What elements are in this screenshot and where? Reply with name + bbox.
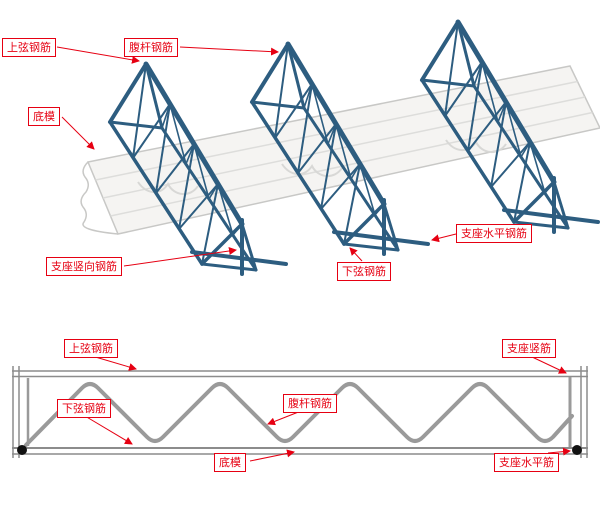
label-bottom-deck: 底模 [28,107,60,126]
leader-lines-section [84,355,571,462]
section-label-support-horizontal-rebar: 支座水平筋 [494,453,559,472]
leader-web-bar [179,46,279,56]
support-horizontal-dot-right [572,445,582,455]
leader-web-bar-section [267,410,302,426]
isometric-drawing [56,22,600,274]
leader-support-vertical-section [529,355,567,374]
section-label-upper-chord-rebar: 上弦钢筋 [64,339,118,358]
end-plate-left [12,366,20,458]
section-label-support-vertical-rebar: 支座竖筋 [502,339,556,358]
leader-bottom-deck [61,116,95,150]
label-text: 支座水平钢筋 [461,227,527,240]
label-text: 支座竖向钢筋 [51,260,117,273]
leader-upper-chord [56,46,140,64]
leader-support-horizontal-section [547,447,571,456]
label-text: 腹杆钢筋 [129,41,173,54]
label-upper-chord-rebar: 上弦钢筋 [2,38,56,57]
leader-lines-isometric [56,46,457,267]
leader-lower-chord [349,247,363,262]
label-text: 上弦钢筋 [69,342,113,355]
section-label-web-rebar: 腹杆钢筋 [283,394,337,413]
section-label-lower-chord-rebar: 下弦钢筋 [57,399,111,418]
label-text: 底模 [219,456,241,469]
label-text: 下弦钢筋 [62,402,106,415]
label-text: 支座竖筋 [507,342,551,355]
leader-upper-chord-section [91,355,137,371]
label-web-rebar: 腹杆钢筋 [124,38,178,57]
leader-support-vertical [123,247,237,267]
label-lower-chord-rebar: 下弦钢筋 [337,262,391,281]
label-text: 下弦钢筋 [342,265,386,278]
label-support-horizontal-rebar: 支座水平钢筋 [456,224,532,243]
top-rail [12,370,588,378]
label-text: 底模 [33,110,55,123]
label-support-vertical-rebar: 支座竖向钢筋 [46,257,122,276]
bottom-rail [12,447,588,455]
label-text: 支座水平筋 [499,456,554,469]
deck-left-profile [80,161,119,235]
section-label-bottom-deck: 底模 [214,453,246,472]
leader-support-horizontal [431,233,457,243]
leader-bottom-deck-section [249,449,295,462]
label-text: 腹杆钢筋 [288,397,332,410]
end-plate-right [580,366,588,458]
leader-lower-chord-section [84,415,133,445]
support-horizontal-dot-left [17,445,27,455]
label-text: 上弦钢筋 [7,41,51,54]
